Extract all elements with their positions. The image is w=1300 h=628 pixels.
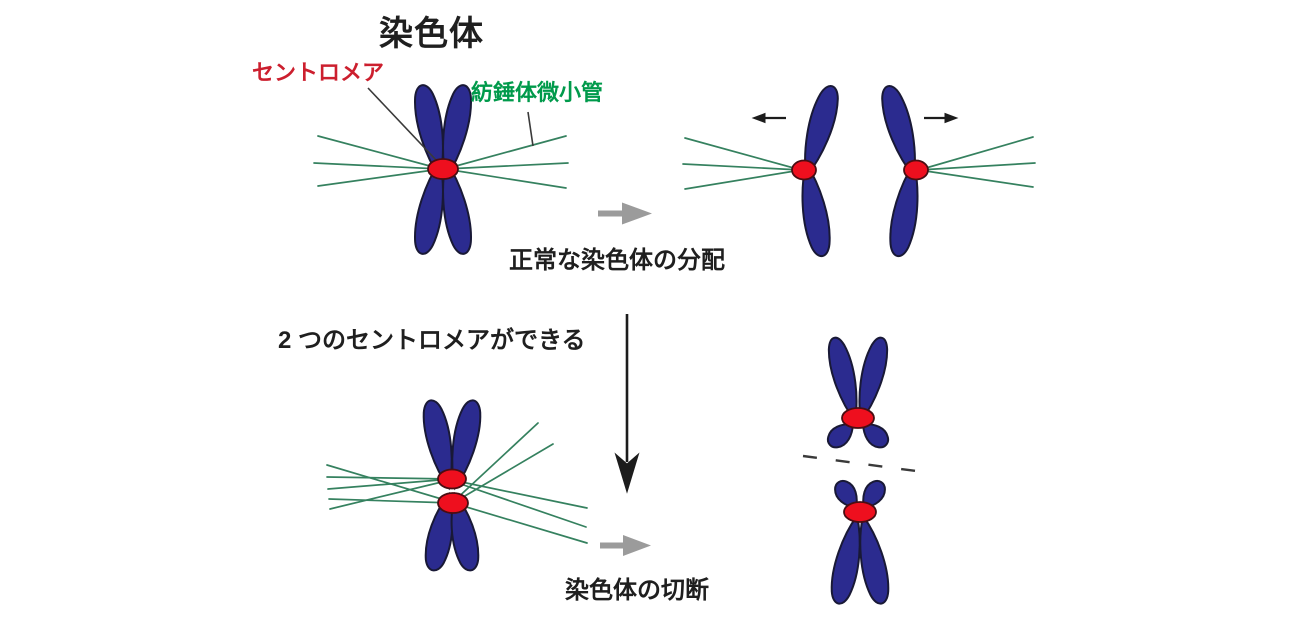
centromere-leader-line [367,87,438,162]
gray-right-arrow-bottom-icon [600,535,651,556]
centromere [791,159,817,181]
broken-fragment-top [822,334,894,453]
spindle-leader-line [527,111,534,147]
centromere [437,492,469,514]
centromere [843,501,877,523]
spindle-microtubule-label: 紡錘体微小管 [471,80,604,105]
caption-normal-segregation: 正常な染色体の分配 [509,247,725,274]
centromere [427,158,459,180]
pull-right-arrow-icon [924,112,959,124]
spindle-microtubules [313,135,1036,544]
centromere-label: セントロメア [252,60,385,85]
page-title: 染色体 [379,15,484,53]
broken-fragment-bottom [826,475,894,607]
down-arrow-icon [614,314,640,494]
centromere [437,468,467,490]
caption-chromosome-breakage: 染色体の切断 [565,577,709,604]
cut-dashed-line [802,454,917,473]
centromere [903,159,929,181]
caption-two-centromeres: 2 つのセントロメアができる [278,327,586,354]
pull-left-arrow-icon [751,112,786,124]
centromere [841,407,875,429]
centromeres [427,158,929,523]
gray-right-arrow-top-icon [598,202,652,225]
